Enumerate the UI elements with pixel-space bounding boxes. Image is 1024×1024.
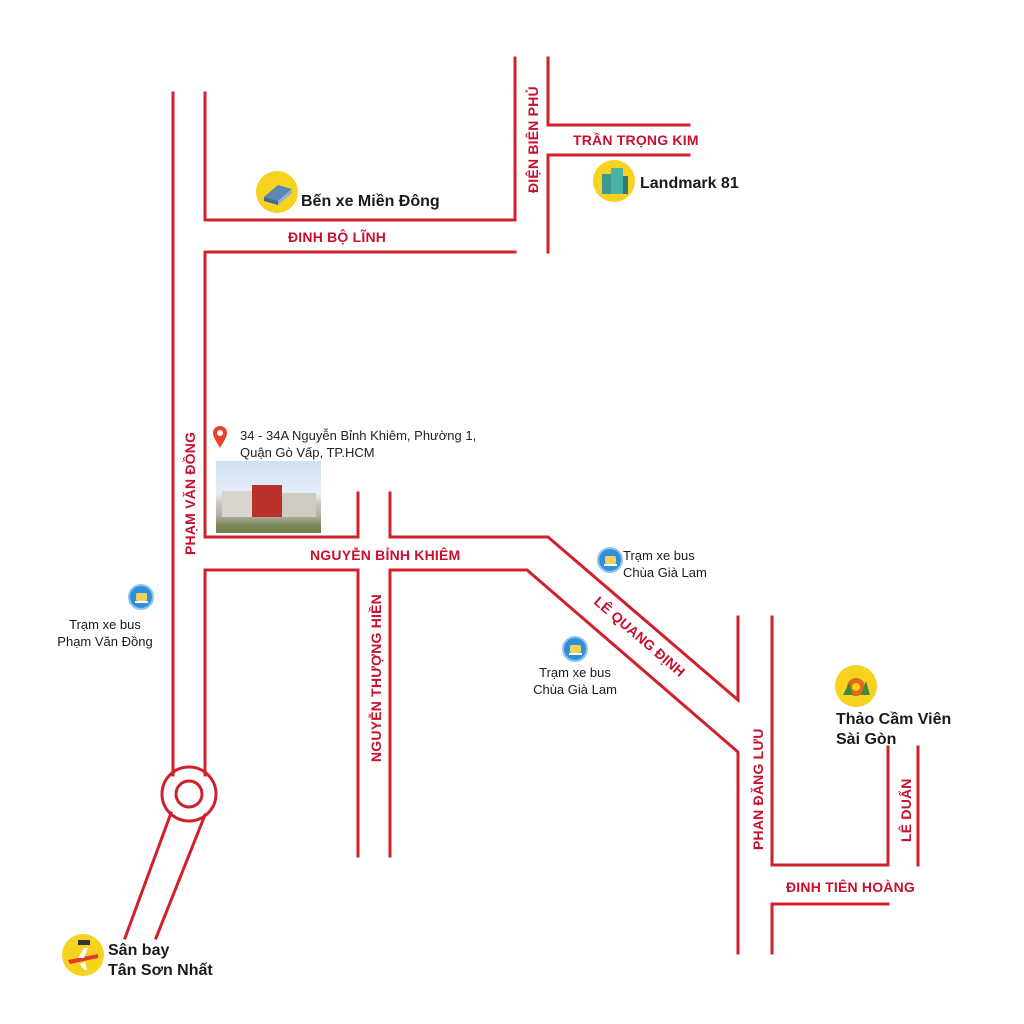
address-line-2: Quận Gò Vấp, TP.HCM	[240, 445, 375, 460]
bus-stop-icon	[128, 584, 154, 610]
street-label-nguyen-binh-khiem: NGUYỄN BỈNH KHIÊM	[310, 546, 460, 563]
airport-line-2: Tân Sơn Nhất	[108, 962, 213, 979]
zoo-line-2: Sài Gòn	[836, 731, 897, 748]
road-dinh-tien-hoang-south	[770, 902, 890, 955]
poi-bus-chua-gia-lam-1: Trạm xe bus Chùa Già Lam	[623, 547, 707, 581]
street-label-dien-bien-phu: ĐIỆN BIÊN PHỦ	[524, 86, 541, 193]
street-label-nguyen-thuong-hien: NGUYỄN THƯỢNG HIỀN	[368, 594, 384, 762]
roundabout	[160, 765, 218, 823]
address-line-1: 34 - 34A Nguyễn Bỉnh Khiêm, Phường 1,	[240, 428, 477, 443]
address-label: 34 - 34A Nguyễn Bỉnh Khiêm, Phường 1, Qu…	[240, 427, 476, 461]
road-le-quang-dinh-south	[388, 568, 740, 955]
location-pin-icon	[212, 425, 228, 449]
road-phan-dang-luu-east	[770, 615, 890, 867]
poi-ben-xe-mien-dong: Bến xe Miền Đông	[301, 193, 440, 210]
bus-stop-icon	[597, 547, 623, 573]
road-nbk-south	[203, 568, 360, 858]
bus-pvd-line-2: Phạm Văn Đồng	[57, 634, 153, 649]
building-photo	[216, 461, 321, 533]
street-label-dinh-tien-hoang: ĐINH TIÊN HOÀNG	[786, 878, 915, 895]
bus-stop-icon	[562, 636, 588, 662]
road-airport-west	[123, 811, 173, 940]
airport-line-1: Sân bay	[108, 942, 170, 959]
bus-station-icon	[256, 171, 298, 213]
roundabout-inner	[174, 779, 204, 809]
street-label-le-duan: LÊ DUẨN	[897, 778, 914, 842]
street-label-tran-trong-kim: TRẦN TRỌNG KIM	[573, 132, 699, 148]
poi-bus-chua-gia-lam-2: Trạm xe bus Chùa Già Lam	[520, 664, 630, 698]
poi-landmark-81: Landmark 81	[640, 175, 739, 192]
bus-cgl2-line-1: Trạm xe bus	[539, 665, 611, 680]
bus-cgl1-line-2: Chùa Già Lam	[623, 565, 707, 580]
road-pham-van-dong-east-upper	[203, 56, 517, 222]
road-airport-east	[154, 813, 207, 940]
poi-bus-pham-van-dong: Trạm xe bus Phạm Văn Đồng	[50, 616, 160, 650]
zoo-icon	[835, 665, 877, 707]
road-tran-trong-kim-south	[546, 153, 691, 254]
bus-pvd-line-1: Trạm xe bus	[69, 617, 141, 632]
road-nbk-north-east	[388, 491, 740, 704]
street-label-phan-dang-luu: PHAN ĐĂNG LƯU	[750, 728, 766, 850]
poi-thao-cam-vien: Thảo Cầm Viên Sài Gòn	[836, 710, 951, 750]
bus-cgl2-line-2: Chùa Già Lam	[533, 682, 617, 697]
street-label-pham-van-dong: PHẠM VĂN ĐỒNG	[181, 432, 198, 555]
road-dien-bien-phu-east	[546, 56, 691, 127]
airplane-icon	[62, 934, 104, 976]
zoo-line-1: Thảo Cầm Viên	[836, 711, 952, 728]
poi-san-bay-tan-son-nhat: Sân bay Tân Sơn Nhất	[108, 941, 213, 981]
building-icon	[593, 160, 635, 202]
bus-cgl1-line-1: Trạm xe bus	[623, 548, 695, 563]
street-label-dinh-bo-linh: ĐINH BỘ LĨNH	[288, 228, 386, 245]
road-dinh-bo-linh-south	[203, 250, 517, 539]
